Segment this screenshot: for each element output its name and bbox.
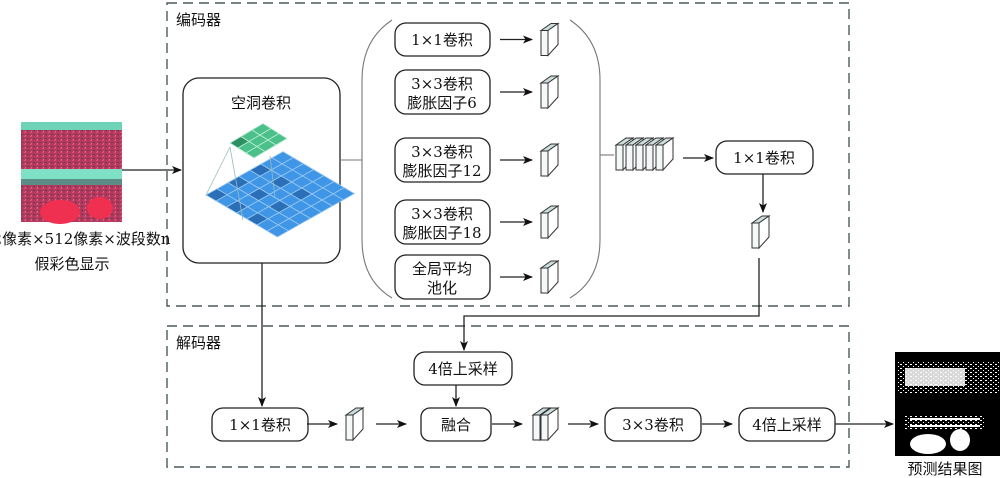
decoder-feature-map-icon [344, 407, 365, 442]
aspp-branch-line1: 3×3卷积 [411, 75, 473, 93]
aspp-output-feature-map-icon [539, 205, 560, 240]
aspp-branch: 1×1卷积 [394, 22, 560, 57]
decoder-fused-feature-maps [531, 407, 560, 442]
aspp-branch-line2: 池化 [427, 279, 457, 297]
aspp-output-feature-map-icon [539, 22, 560, 57]
encoder-label: 编码器 [176, 11, 221, 29]
output-caption: 预测结果图 [907, 460, 982, 478]
aspp-branch-box [394, 69, 491, 115]
decoder-conv3x3-label: 3×3卷积 [622, 416, 684, 434]
decoder-upsample-label: 4倍上采样 [428, 360, 498, 378]
aspp-bracket-left [361, 19, 393, 299]
concat-feature-maps [614, 137, 675, 172]
input-caption: 假彩色显示 [34, 255, 109, 273]
aspp-branch-line1: 3×3卷积 [411, 205, 473, 223]
input-image [21, 122, 122, 224]
decoder-final-upsample-label: 4倍上采样 [752, 416, 822, 434]
aspp-output-feature-map-icon [539, 143, 560, 178]
atrous-conv-title: 空洞卷积 [231, 94, 291, 112]
concat-feature-map-icon [654, 137, 675, 172]
decoder-fuse-box [420, 407, 492, 442]
atrous-conv-illustration-icon [205, 123, 356, 238]
output-prediction-image [895, 352, 1000, 456]
encoder-conv1x1-box [715, 140, 814, 175]
aspp-output-feature-map-icon [539, 75, 560, 110]
aspp-branch-line2: 膨胀因子12 [402, 162, 481, 180]
decoder-lowlevel-feature-map [344, 407, 365, 442]
aspp-branch-line1: 全局平均 [412, 260, 472, 278]
input-size-caption: 512像素×512像素×波段数n [0, 230, 171, 248]
fused-feature-map-icon [539, 407, 560, 442]
decoder-upsample-box [413, 351, 513, 386]
aspp-branch-box [394, 137, 491, 183]
aspp-branch-line1: 3×3卷积 [411, 143, 473, 161]
encoder-output-feature-map [750, 215, 771, 250]
decoder-conv1x1-label: 1×1卷积 [229, 416, 291, 434]
encoder-region [166, 2, 850, 307]
aspp-output-feature-map-icon [539, 260, 560, 295]
aspp-branch-box [394, 22, 491, 57]
encoder-output-feature-map-icon [750, 215, 771, 250]
aspp-branch-line2: 膨胀因子6 [407, 94, 477, 112]
decoder-fuse-label: 融合 [441, 416, 471, 434]
arrow-encoder-to-upsample [460, 258, 760, 351]
aspp-branch-line2: 膨胀因子18 [402, 224, 481, 242]
encoder-conv1x1-label: 1×1卷积 [733, 149, 795, 167]
decoder-conv3x3-box [604, 407, 702, 442]
aspp-branch-box [394, 199, 491, 245]
aspp-bracket-right [569, 19, 601, 299]
decoder-label: 解码器 [176, 334, 221, 352]
decoder-region [166, 325, 850, 468]
aspp-branch-box [394, 254, 491, 300]
aspp-branch-line1: 1×1卷积 [411, 31, 473, 49]
